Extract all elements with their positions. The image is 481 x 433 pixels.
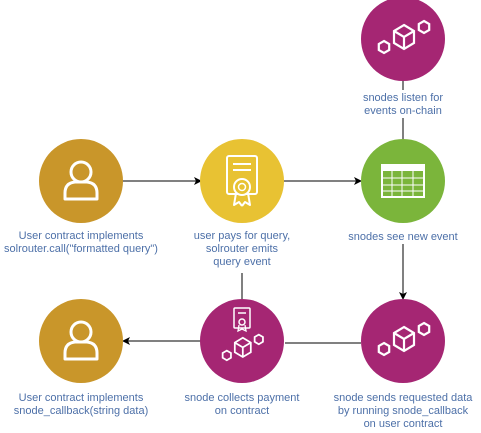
certificate-blockchain-icon xyxy=(221,307,264,362)
label-line: on contract xyxy=(214,405,270,417)
user-icon xyxy=(63,320,99,361)
node-snodes-listen xyxy=(361,0,445,81)
node-snode-collects xyxy=(200,299,284,383)
label-line: on user contract xyxy=(363,418,443,430)
certificate-icon xyxy=(226,155,258,207)
label-line: events on-chain xyxy=(364,105,442,117)
label-line: User contract implements xyxy=(18,392,144,404)
snode-circle xyxy=(200,299,284,383)
node-user-callback xyxy=(39,299,123,383)
label-line: snodes listen for xyxy=(362,92,444,104)
label-line: user pays for query, xyxy=(193,230,291,242)
label-line: snode_callback(string data) xyxy=(13,405,149,417)
user-icon xyxy=(63,160,99,201)
label-snode-collects: snode collects payment on contract xyxy=(172,392,312,418)
label-line: User contract implements xyxy=(18,230,144,242)
spreadsheet-icon xyxy=(381,164,425,198)
label-line: by running snode_callback xyxy=(337,405,469,417)
label-user-callback: User contract implements snode_callback(… xyxy=(5,392,157,418)
node-user-call xyxy=(39,139,123,223)
label-line: snode collects payment xyxy=(184,392,300,404)
node-snode-sends xyxy=(361,299,445,383)
label-user-pays: user pays for query, solrouter emits que… xyxy=(182,230,302,269)
label-line: snode sends requested data xyxy=(333,392,473,404)
label-line: solrouter emits xyxy=(205,243,279,255)
label-line: solrouter.call("formatted query") xyxy=(4,243,158,255)
label-line: query event xyxy=(213,256,271,268)
node-user-pays xyxy=(200,139,284,223)
node-snodes-see-event xyxy=(361,139,445,223)
label-user-call: User contract implements solrouter.call(… xyxy=(0,230,162,256)
label-snodes-listen: snodes listen for events on-chain xyxy=(343,92,463,118)
connectors xyxy=(120,80,407,345)
label-line: snodes see new event xyxy=(348,231,458,243)
label-snode-sends: snode sends requested data by running sn… xyxy=(325,392,481,431)
label-snodes-see-event: snodes see new event xyxy=(338,231,468,244)
